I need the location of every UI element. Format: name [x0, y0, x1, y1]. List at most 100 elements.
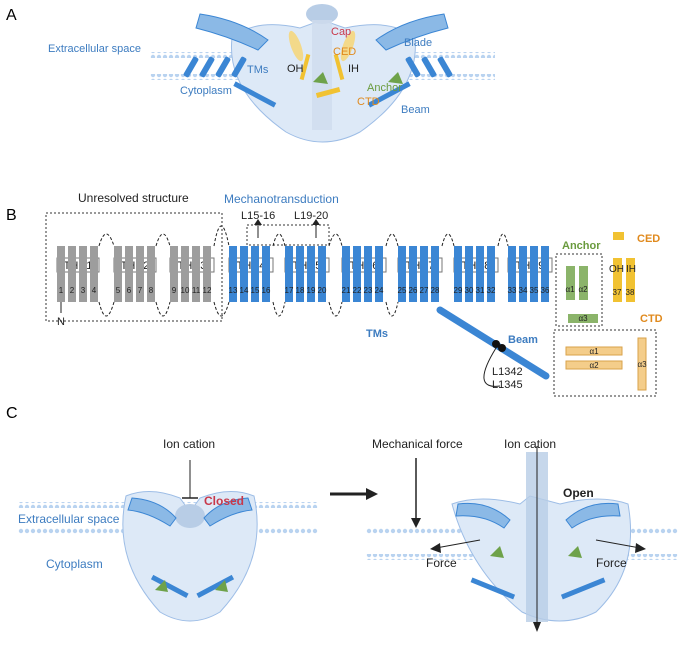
loop-connectors: [98, 301, 399, 317]
helix-num: 14: [240, 286, 249, 295]
helix: [431, 246, 439, 302]
mechano-label: Mechanotransduction: [224, 192, 339, 206]
blade-left: [195, 13, 269, 51]
anchor-helix-a1: [566, 266, 575, 300]
ion-cation-1: Ion cation: [163, 437, 215, 451]
open-label: Open: [563, 486, 594, 500]
helix: [181, 246, 189, 302]
beam-left: [233, 81, 277, 108]
arrowhead-icon: [411, 518, 421, 528]
arrowhead-icon: [312, 219, 320, 225]
helix: [541, 246, 549, 302]
ctd-a1: α1: [589, 347, 599, 356]
ih-helix-b: [626, 258, 635, 302]
helix-num: 24: [375, 286, 384, 295]
helix-num: 31: [476, 286, 485, 295]
force-arrow-left: [435, 539, 481, 549]
helix: [465, 246, 473, 302]
helix: [229, 246, 237, 302]
helix-num: 27: [420, 286, 429, 295]
open-blade-left: [455, 502, 511, 529]
helix-num: 34: [519, 286, 528, 295]
helix-num: 5: [116, 286, 121, 295]
helix: [375, 246, 383, 302]
helix-num: 12: [203, 286, 212, 295]
helix-num: 9: [172, 286, 177, 295]
helix-num: 18: [296, 286, 305, 295]
helix: [307, 246, 315, 302]
helix: [251, 246, 259, 302]
unresolved-label: Unresolved structure: [78, 191, 189, 205]
blade-right: [375, 13, 449, 51]
helix: [79, 246, 87, 302]
helix-num: 22: [353, 286, 362, 295]
beam-right: [367, 81, 411, 108]
helix: [420, 246, 428, 302]
blade-label: Blade: [404, 37, 432, 49]
beam-label: Beam: [401, 104, 430, 116]
helix: [203, 246, 211, 302]
helix: [285, 246, 293, 302]
panel-c: C Ion cation Closed Extracellular space …: [6, 405, 678, 632]
ced-box: [613, 232, 624, 240]
l1345-marker: [498, 344, 506, 352]
arrowhead-icon: [366, 488, 378, 500]
anchor-triangle: [388, 72, 403, 84]
l19-label: L19-20: [294, 210, 328, 222]
closed-beam-left: [150, 574, 189, 599]
arrowhead-icon: [430, 543, 441, 553]
ctd-helix: [315, 86, 341, 99]
closed-anchor: [215, 580, 228, 592]
anchor-helix-a2: [579, 266, 588, 300]
open-anchor: [568, 546, 582, 558]
helix-num: 30: [465, 286, 474, 295]
extracellular-label-c: Extracellular space: [18, 512, 120, 526]
mechano-box: [246, 224, 330, 246]
oh-helix: [299, 53, 311, 81]
ced-helix: [340, 30, 356, 62]
l1345-label: L1345: [492, 379, 523, 391]
thu-name: THU1: [64, 260, 93, 272]
l15-label: L15-16: [241, 210, 275, 222]
tms-label: TMs: [247, 64, 269, 76]
helix-num: 4: [92, 286, 97, 295]
helix-num: 29: [454, 286, 463, 295]
ctd-a3: α3: [637, 360, 647, 369]
helix: [240, 246, 248, 302]
anchor-a3: α3: [578, 314, 588, 323]
tm-helix: [231, 56, 247, 78]
helix: [68, 246, 76, 302]
ih-label-b: IH: [626, 264, 636, 275]
cap-shape: [306, 4, 338, 24]
tm-helix: [421, 56, 437, 78]
cytoplasm-label: Cytoplasm: [180, 85, 232, 97]
open-beam-right: [560, 577, 606, 600]
helix: [398, 246, 406, 302]
helix-num: 11: [192, 286, 201, 295]
arrowhead-icon: [635, 543, 646, 553]
thu-units: THU1 1 2 3 4 THU2 5 6 7 8: [56, 246, 553, 302]
ced-helix: [288, 30, 304, 62]
thu-unit: THU6 21 22 23 24: [341, 246, 387, 302]
helix: [487, 246, 495, 302]
helix: [90, 246, 98, 302]
thu-unit: THU7 25 26 27 28: [397, 246, 443, 302]
panel-b-letter: B: [6, 207, 17, 224]
helix: [342, 246, 350, 302]
force-arrow-right: [595, 539, 641, 549]
helix: [409, 246, 417, 302]
open-anchor: [490, 546, 504, 558]
helix-num: 7: [138, 286, 143, 295]
helix-num: 8: [149, 286, 154, 295]
arrowhead-icon: [254, 219, 262, 225]
helix: [508, 246, 516, 302]
anchor-label: Anchor: [367, 82, 402, 94]
helix-num: 32: [487, 286, 496, 295]
l1342-label: L1342: [492, 366, 523, 378]
helix-num: 17: [285, 286, 294, 295]
helix-num: 16: [262, 286, 271, 295]
helix-num: 25: [398, 286, 407, 295]
helix-num: 36: [541, 286, 550, 295]
anchor-helix-a3: [568, 314, 598, 323]
tm-helix: [437, 56, 453, 78]
